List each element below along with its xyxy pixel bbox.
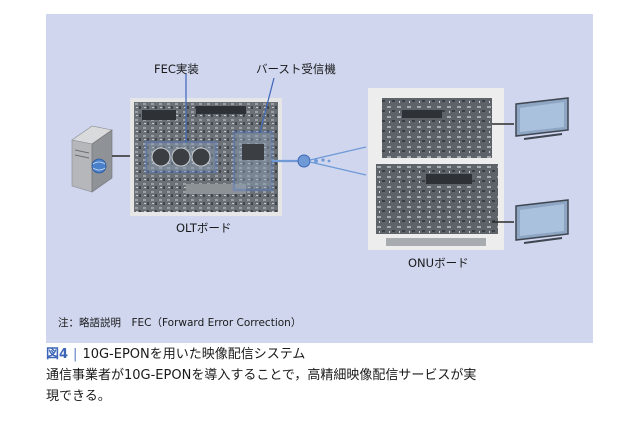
onu-board-label: ONUボード xyxy=(408,256,469,270)
burst-receiver-label: バースト受信機 xyxy=(256,62,336,76)
tv-monitor-icon xyxy=(515,97,569,140)
figure-title: 10G-EPONを用いた映像配信システム xyxy=(82,347,306,362)
system-diagram xyxy=(71,74,569,250)
fec-implementation-label: FEC実装 xyxy=(154,62,199,76)
burst-receiver-highlight xyxy=(232,130,274,192)
onu-boards-photo xyxy=(368,88,504,250)
tv-monitor-icon xyxy=(515,199,569,244)
caption-separator: | xyxy=(73,347,78,362)
fec-implementation-highlight xyxy=(144,140,218,174)
olt-board-label: OLTボード xyxy=(176,221,232,235)
figure-description-line1: 通信事業者が10G-EPONを導入することで，高精細映像配信サービスが実 xyxy=(46,368,477,383)
figure-description-line2: 現できる。 xyxy=(46,389,111,404)
olt-board-photo xyxy=(130,98,282,216)
burst-callout-line xyxy=(259,77,275,133)
figure-number: 図4 xyxy=(46,347,69,362)
abbreviation-note: 注：略語説明 FEC（Forward Error Correction） xyxy=(58,317,302,329)
optical-splitter-icon xyxy=(297,146,367,176)
figure-panel: FEC実装 バースト受信機 OLTボード ONUボード 注：略語説明 FEC（F… xyxy=(46,14,593,343)
server-icon xyxy=(71,125,113,193)
figure-caption: 図4 | 10G-EPONを用いた映像配信システム xyxy=(46,343,305,362)
